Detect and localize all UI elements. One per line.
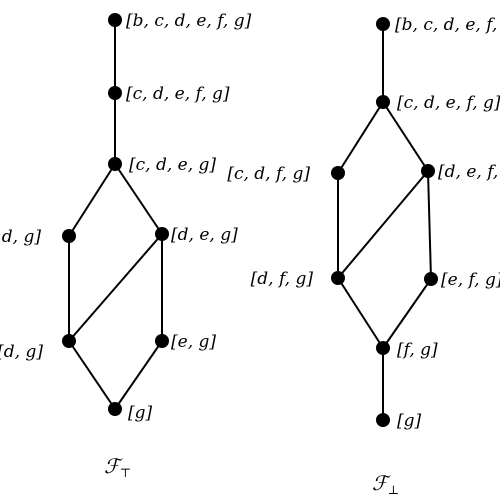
lattice-f-bottom: [b, c, d, e, f, g] [c, d, e, f, g] [c, d, … xyxy=(227,15,500,497)
node-L2 xyxy=(108,86,122,100)
labels-group: [b, c, d, e, f, g] [c, d, e, f, g] [c, d, … xyxy=(227,15,500,431)
node-label-L8: [g] xyxy=(128,403,153,423)
node-label-L5: [d, e, g] xyxy=(171,225,238,245)
edge-L3-L4 xyxy=(68,163,116,237)
edge-L5-L6 xyxy=(68,233,163,342)
nodes-group xyxy=(331,17,438,427)
node-L7 xyxy=(155,334,169,348)
node-R6 xyxy=(424,272,438,286)
node-L8 xyxy=(108,402,122,416)
node-R1 xyxy=(376,17,390,31)
edges-group xyxy=(337,24,432,420)
node-L6 xyxy=(62,334,76,348)
node-label-L6: [d, g] xyxy=(0,342,43,362)
edge-L3-L5 xyxy=(114,163,163,235)
edge-R6-R7 xyxy=(382,278,432,349)
node-L5 xyxy=(155,227,169,241)
node-label-R4: [d, e, f, g] xyxy=(438,162,500,182)
labels-group: [b, c, d, e, f, g] [c, d, e, f, g] [c, d, … xyxy=(0,11,252,423)
node-label-R1: [b, c, d, e, f, g] xyxy=(395,15,500,35)
edges-group xyxy=(68,20,163,410)
node-R3 xyxy=(331,166,345,180)
node-label-R7: [f, g] xyxy=(397,340,438,360)
edge-R4-R6 xyxy=(427,170,432,280)
edge-R2-R3 xyxy=(337,101,384,174)
node-L3 xyxy=(108,157,122,171)
node-label-L1: [b, c, d, e, f, g] xyxy=(126,11,252,31)
node-label-L4: [c, d, g] xyxy=(0,227,41,247)
lattice-f-top: [b, c, d, e, f, g] [c, d, e, f, g] [c, d, … xyxy=(0,11,252,480)
nodes-group xyxy=(62,13,169,416)
caption-letter: ℱ xyxy=(104,454,123,478)
node-label-L7: [e, g] xyxy=(171,332,216,352)
edge-R5-R7 xyxy=(337,277,384,349)
node-label-R6: [e, f, g] xyxy=(441,270,500,290)
node-L1 xyxy=(108,13,122,27)
node-R8 xyxy=(376,413,390,427)
node-R2 xyxy=(376,95,390,109)
caption-subscript: ⊥ xyxy=(388,483,399,497)
node-R5 xyxy=(331,271,345,285)
edge-L7-L8 xyxy=(114,340,163,410)
caption-letter: ℱ xyxy=(372,471,391,495)
edge-R4-R5 xyxy=(337,170,429,279)
caption-subscript: ⊤ xyxy=(120,466,131,480)
node-R4 xyxy=(421,164,435,178)
caption-f-top: ℱ⊤ xyxy=(104,454,131,480)
node-label-R5: [d, f, g] xyxy=(251,269,314,289)
edge-L6-L8 xyxy=(68,340,116,410)
node-label-R8: [g] xyxy=(397,411,422,431)
node-R7 xyxy=(376,341,390,355)
node-label-L2: [c, d, e, f, g] xyxy=(126,84,230,104)
edge-R2-R4 xyxy=(382,101,429,172)
node-L4 xyxy=(62,229,76,243)
node-label-R2: [c, d, e, f, g] xyxy=(397,93,500,113)
caption-f-bottom: ℱ⊥ xyxy=(372,471,399,497)
node-label-L3: [c, d, e, g] xyxy=(129,155,216,175)
node-label-R3: [c, d, f, g] xyxy=(227,164,310,184)
